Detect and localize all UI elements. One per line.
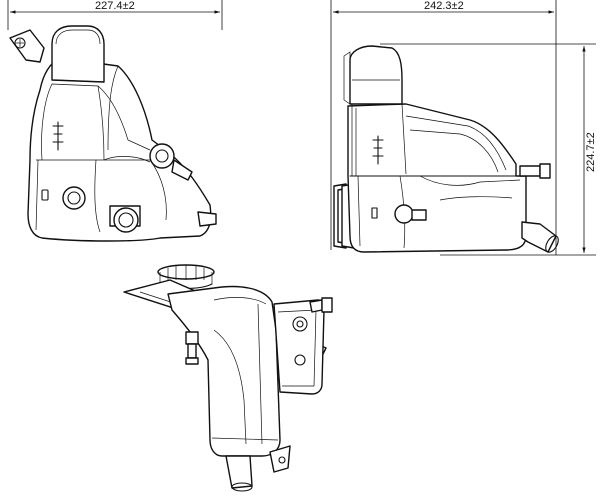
iso-top-nipple (309, 297, 333, 313)
front-view: 227.4±2 (7, 0, 223, 242)
level-marks-icon (52, 121, 64, 151)
side-view: 242.3±2 224.7±2 (330, 0, 597, 256)
side-sensor-fitting (371, 204, 427, 224)
side-tank-body (347, 103, 527, 253)
side-level-marks-icon (372, 135, 384, 165)
side-filler-cap (349, 45, 403, 105)
iso-bottom-outlet (225, 445, 291, 492)
filler-neck (51, 25, 105, 83)
sensor-port (41, 186, 86, 210)
side-height-dimension: 224.7±2 (380, 43, 597, 256)
front-hose-fitting (149, 143, 217, 227)
iso-plate-fitting (292, 316, 308, 366)
iso-back-plate (273, 299, 325, 395)
isometric-view (123, 264, 333, 492)
side-height-label: 224.7±2 (585, 132, 597, 172)
front-width-label: 227.4±2 (95, 0, 135, 12)
side-width-label: 242.3±2 (424, 0, 464, 12)
iso-side-fitting (185, 331, 199, 365)
front-width-dimension: 227.4±2 (7, 0, 223, 30)
bottom-outlet (109, 205, 141, 233)
mounting-bracket (9, 29, 45, 63)
side-outlet-pipe (521, 221, 559, 253)
side-width-dimension: 242.3±2 (330, 0, 557, 255)
iso-tank-body (167, 285, 281, 457)
side-top-nipple (519, 163, 551, 179)
